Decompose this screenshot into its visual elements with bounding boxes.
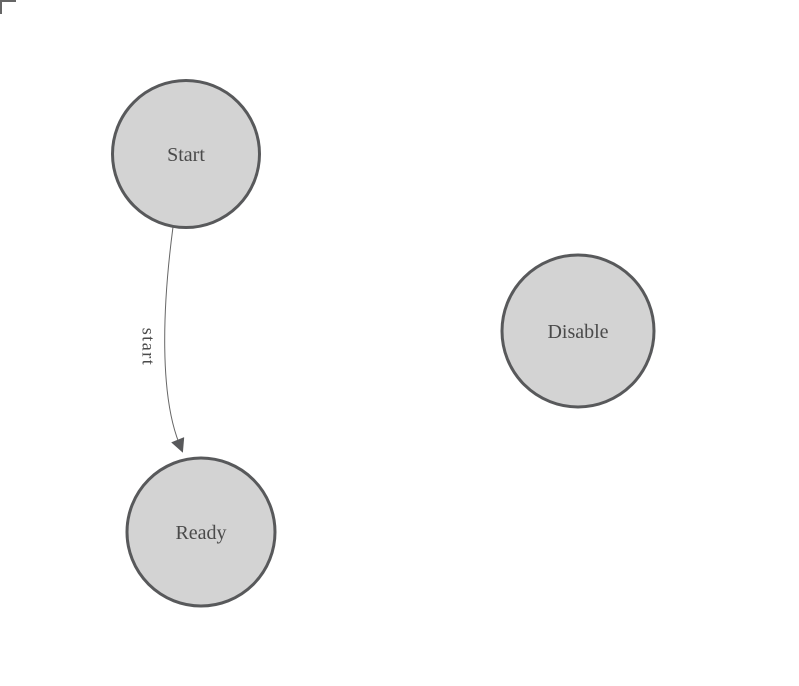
state-node-ready[interactable]: Ready	[125, 456, 277, 608]
transition-start-to-ready: start	[139, 226, 185, 453]
transition-edge	[164, 226, 185, 453]
state-node-start[interactable]: Start	[111, 79, 261, 229]
state-circle-disable[interactable]	[500, 253, 656, 409]
canvas-corner-bracket-icon	[0, 0, 16, 14]
state-circle-start[interactable]	[111, 79, 261, 229]
edges-layer: start	[139, 226, 185, 453]
state-node-disable[interactable]: Disable	[500, 253, 656, 409]
transition-label: start	[139, 328, 159, 367]
state-circle-ready[interactable]	[125, 456, 277, 608]
